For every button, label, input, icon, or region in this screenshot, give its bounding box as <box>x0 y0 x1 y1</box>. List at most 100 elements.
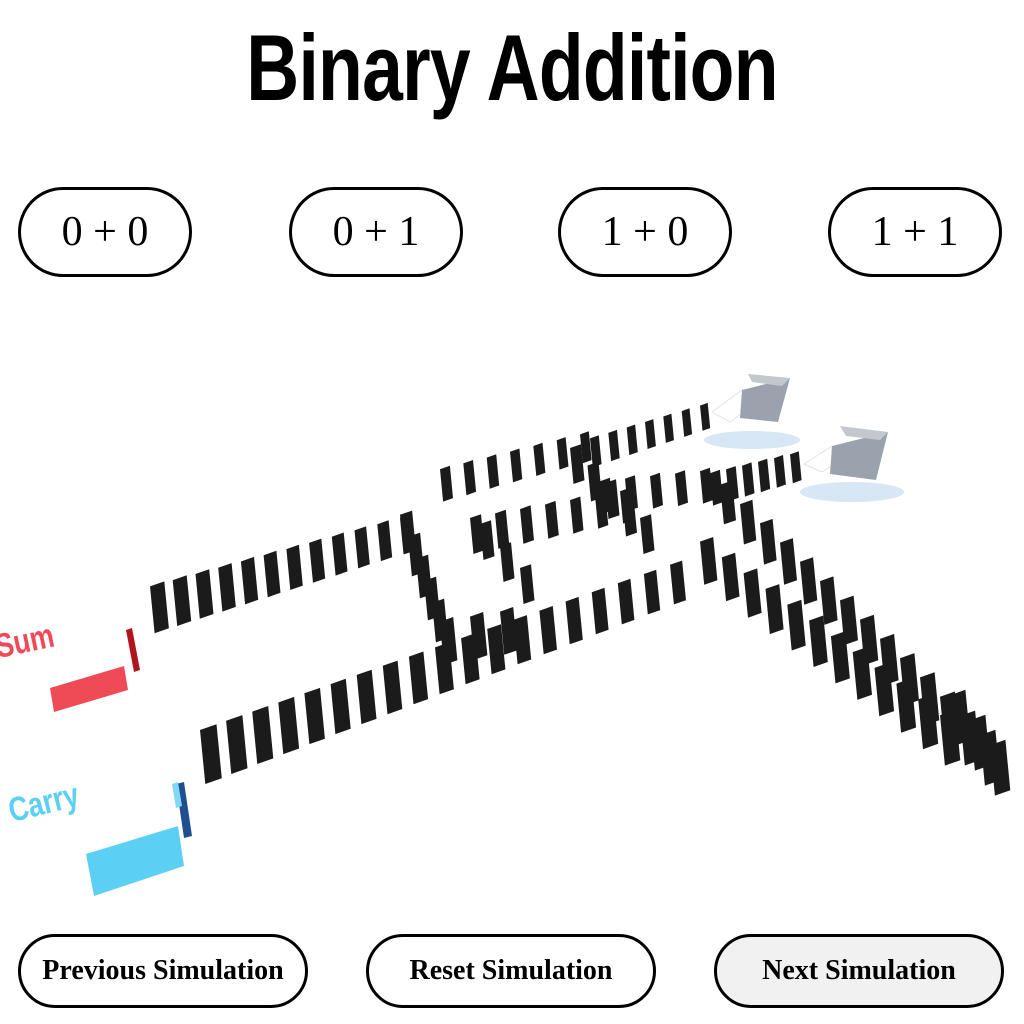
domino <box>645 419 656 449</box>
domino <box>218 563 236 612</box>
domino <box>720 480 736 525</box>
op-button-1-plus-1[interactable]: 1 + 1 <box>828 187 1002 277</box>
op-button-0-plus-1[interactable]: 0 + 1 <box>289 187 463 277</box>
carry-output-block <box>86 826 184 896</box>
operation-selector: 0 + 0 0 + 1 1 + 0 1 + 1 <box>0 187 1024 281</box>
domino <box>700 537 718 585</box>
domino <box>495 509 510 549</box>
domino <box>809 615 828 667</box>
domino <box>650 472 663 509</box>
domino-group <box>150 402 1011 796</box>
domino <box>286 544 303 590</box>
domino <box>500 607 518 655</box>
domino <box>545 500 559 539</box>
domino-simulation-view: Sum Carry <box>0 360 1024 900</box>
domino <box>617 578 635 625</box>
domino <box>486 454 500 489</box>
domino <box>787 599 806 651</box>
domino <box>382 660 403 715</box>
op-button-1-plus-0[interactable]: 1 + 0 <box>558 187 732 277</box>
domino <box>990 739 1011 796</box>
domino <box>580 431 592 464</box>
domino <box>240 556 259 605</box>
pusher-bottom-icon[interactable] <box>800 426 904 502</box>
domino <box>790 451 802 484</box>
domino <box>774 455 786 488</box>
domino <box>487 624 506 675</box>
domino <box>591 587 609 635</box>
domino <box>625 475 638 512</box>
domino <box>520 505 534 544</box>
domino <box>252 706 274 764</box>
sum-output-domino <box>126 628 140 672</box>
domino <box>740 499 757 545</box>
domino <box>874 662 895 717</box>
domino <box>470 612 488 660</box>
domino <box>608 429 620 462</box>
domino-scene <box>50 374 1011 896</box>
domino <box>896 678 917 733</box>
op-button-0-plus-0[interactable]: 0 + 0 <box>18 187 192 277</box>
domino <box>309 538 326 583</box>
domino <box>626 424 638 456</box>
domino <box>500 542 515 582</box>
domino <box>852 647 872 700</box>
domino <box>533 442 546 476</box>
previous-simulation-button[interactable]: Previous Simulation <box>18 934 308 1008</box>
domino <box>195 569 214 619</box>
domino <box>539 606 557 655</box>
domino <box>587 461 602 502</box>
domino <box>800 557 818 605</box>
domino <box>600 477 613 514</box>
domino <box>640 514 655 554</box>
domino <box>721 552 740 602</box>
carry-output-domino-light <box>172 782 182 808</box>
domino <box>820 576 838 625</box>
domino <box>700 402 711 431</box>
domino <box>675 470 688 507</box>
domino <box>354 526 370 569</box>
domino <box>440 617 458 665</box>
next-simulation-button[interactable]: Next Simulation <box>714 934 1004 1008</box>
domino <box>331 532 348 576</box>
domino <box>700 467 713 504</box>
domino <box>758 458 771 493</box>
domino <box>480 520 495 560</box>
domino <box>226 715 248 774</box>
domino <box>356 669 377 725</box>
domino <box>408 651 429 705</box>
domino <box>330 678 351 735</box>
domino <box>643 569 661 615</box>
domino <box>663 413 674 443</box>
sum-output-block <box>50 666 128 712</box>
reset-simulation-button[interactable]: Reset Simulation <box>366 934 656 1008</box>
domino <box>520 564 535 604</box>
domino <box>765 584 784 635</box>
domino <box>463 460 477 496</box>
domino <box>918 694 939 750</box>
domino <box>510 448 523 483</box>
domino <box>590 435 602 468</box>
domino <box>710 469 723 506</box>
domino <box>565 596 583 645</box>
domino <box>172 575 192 626</box>
pusher-top-icon[interactable] <box>704 374 800 449</box>
domino <box>263 550 281 598</box>
domino <box>570 444 585 484</box>
domino <box>570 496 584 534</box>
domino <box>760 518 777 565</box>
domino <box>304 687 325 745</box>
domino <box>440 465 453 502</box>
page-title: Binary Addition <box>246 15 778 120</box>
domino <box>200 724 222 784</box>
domino <box>950 689 971 746</box>
domino <box>377 520 393 562</box>
domino <box>556 437 569 470</box>
domino <box>150 581 169 634</box>
domino <box>970 714 991 771</box>
domino <box>513 615 532 665</box>
domino <box>830 631 850 684</box>
domino <box>278 696 300 755</box>
domino <box>681 408 693 437</box>
domino <box>743 568 762 618</box>
